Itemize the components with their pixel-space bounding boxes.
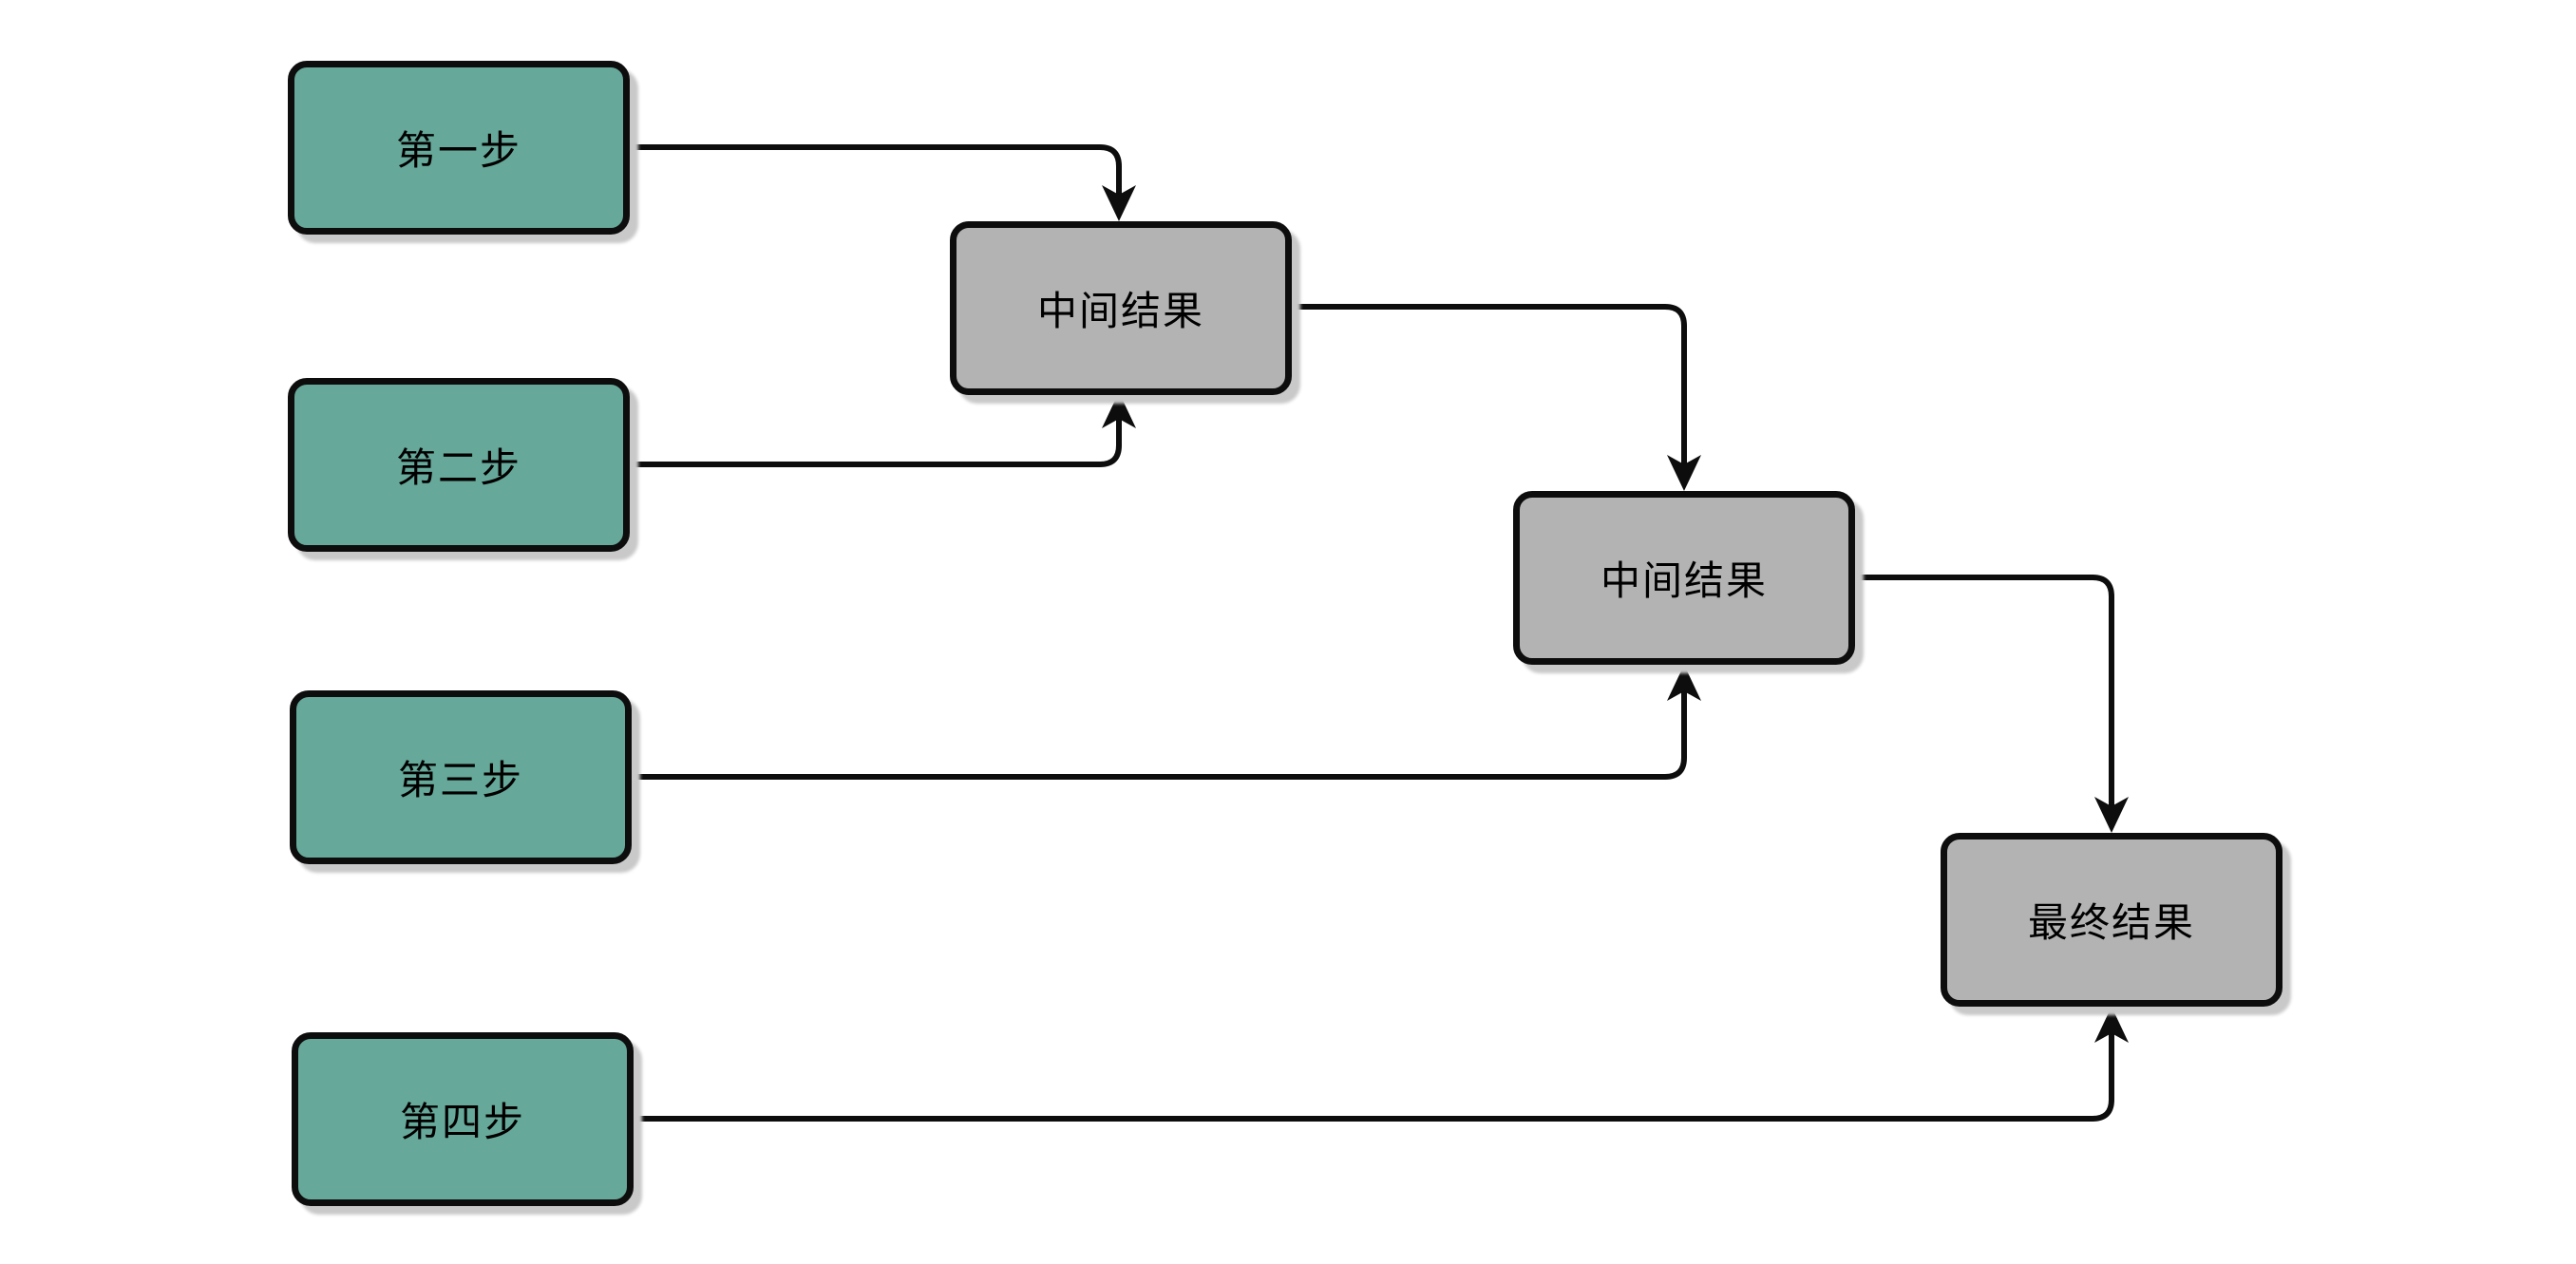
edge-step2-mid1 (630, 392, 1136, 467)
edge-mid1-mid2 (1292, 304, 1701, 491)
node-step-2[interactable]: 第二步 (288, 378, 630, 552)
node-step-3[interactable]: 第三步 (290, 690, 632, 864)
node-intermediate-result-2[interactable]: 中间结果 (1513, 491, 1855, 665)
node-step-3-label: 第三步 (397, 757, 523, 803)
node-step-4[interactable]: 第四步 (292, 1032, 634, 1206)
node-final-result-label: 最终结果 (2027, 899, 2195, 946)
arrowhead-down-icon (2094, 797, 2129, 833)
edge-step4-final (634, 1007, 2129, 1122)
arrowhead-up-icon (2094, 1007, 2129, 1043)
node-step-1[interactable]: 第一步 (288, 61, 630, 235)
node-final-result[interactable]: 最终结果 (1941, 833, 2282, 1007)
node-step-2-label: 第二步 (395, 444, 521, 491)
arrowhead-down-icon (1667, 455, 1701, 491)
node-intermediate-result-1-label: 中间结果 (1036, 288, 1204, 334)
edge-step3-mid2 (632, 665, 1701, 780)
edge-mid2-final (1855, 575, 2129, 833)
node-intermediate-result-2-label: 中间结果 (1600, 557, 1768, 604)
node-step-4-label: 第四步 (399, 1099, 525, 1145)
arrowhead-up-icon (1667, 665, 1701, 701)
node-step-1-label: 第一步 (395, 127, 521, 174)
arrowhead-up-icon (1102, 392, 1136, 428)
node-intermediate-result-1[interactable]: 中间结果 (950, 221, 1292, 395)
arrowhead-down-icon (1102, 185, 1136, 221)
edge-step1-mid1 (630, 144, 1136, 221)
